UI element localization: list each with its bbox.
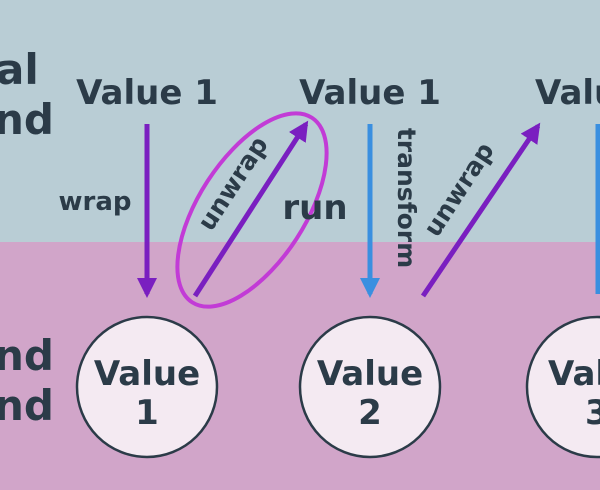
top-value-3: Valu (535, 73, 600, 113)
highlight-ellipse-icon (175, 111, 329, 309)
bottom-band-label-line1: nd (0, 331, 54, 380)
transform-label: transform (392, 128, 421, 268)
circle-2-line2: 2 (358, 393, 382, 433)
circle-1-line1: Value (94, 354, 200, 394)
top-value-1: Value 1 (76, 73, 218, 113)
boxed-value-circle-2 (298, 315, 442, 459)
circle-1-line2: 1 (135, 393, 159, 433)
boxed-value-circle-3 (525, 315, 600, 459)
bottom-band-label-line2: nd (0, 381, 54, 430)
run-label: run (282, 188, 347, 228)
circle-3-line1: Val (548, 354, 600, 394)
top-value-2: Value 1 (299, 73, 441, 113)
circle-3-line2: 3 (585, 393, 600, 433)
unwrap-arrow-1 (192, 120, 309, 298)
top-band-label-line2: nd (0, 95, 54, 144)
unwrap-arrow-2 (420, 122, 541, 298)
circle-2-line1: Value (317, 354, 423, 394)
top-band-label-line1: al (0, 45, 39, 94)
boxed-value-circle-1 (75, 315, 219, 459)
wrap-label: wrap (59, 187, 132, 217)
